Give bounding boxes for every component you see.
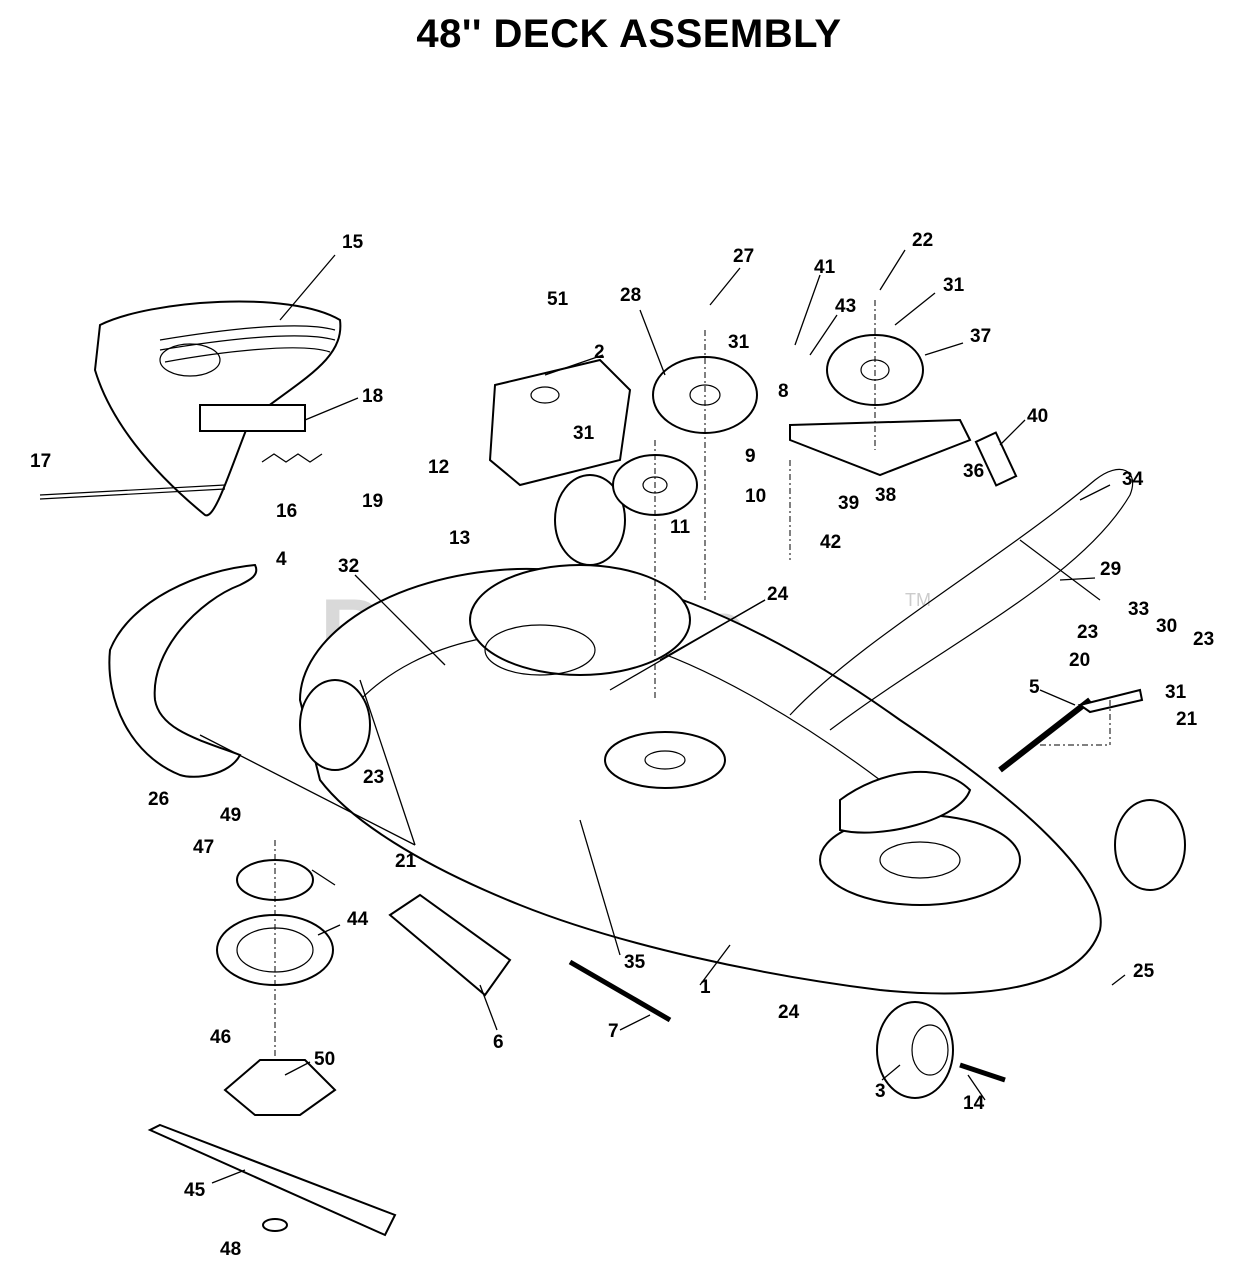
callout-41: 41	[814, 257, 836, 278]
callout-33: 33	[1128, 599, 1150, 620]
callout-6: 6	[493, 1032, 504, 1053]
callout-8: 8	[778, 381, 789, 402]
discharge-chute	[388, 893, 512, 997]
rear-wheel-left	[554, 474, 626, 566]
callout-38: 38	[875, 485, 897, 506]
callout-21: 21	[395, 851, 417, 872]
callout-29: 29	[1100, 559, 1122, 580]
drive-belt	[789, 468, 1134, 731]
callout-4: 4	[276, 549, 287, 570]
belt-cover	[93, 300, 342, 517]
callout-24: 24	[767, 584, 789, 605]
pulley-cover	[488, 358, 632, 487]
callout-50: 50	[314, 1049, 336, 1070]
callout-2: 2	[594, 342, 605, 363]
callout-44: 44	[347, 909, 369, 930]
callout-47: 47	[193, 837, 215, 858]
callout-31: 31	[573, 423, 595, 444]
callout-27: 27	[733, 246, 755, 267]
callout-24: 24	[778, 1002, 800, 1023]
callout-20: 20	[1069, 650, 1091, 671]
callout-19: 19	[362, 491, 384, 512]
deck-shell	[298, 564, 1102, 995]
callout-31: 31	[1165, 682, 1187, 703]
callout-30: 30	[1156, 616, 1178, 637]
callout-3: 3	[875, 1081, 886, 1102]
callout-1: 1	[700, 977, 711, 998]
callout-45: 45	[184, 1180, 206, 1201]
callout-46: 46	[210, 1027, 232, 1048]
callout-23: 23	[363, 767, 385, 788]
idler-bracket	[789, 418, 972, 477]
callout-31: 31	[943, 275, 965, 296]
callout-15: 15	[342, 232, 364, 253]
mower-blade	[147, 1123, 397, 1237]
callout-14: 14	[963, 1093, 985, 1114]
callout-17: 17	[30, 451, 52, 472]
callout-49: 49	[220, 805, 242, 826]
callout-40: 40	[1027, 406, 1049, 427]
callout-36: 36	[963, 461, 985, 482]
callout-35: 35	[624, 952, 646, 973]
gauge-wheel	[876, 1001, 954, 1099]
spindle-pulley	[236, 859, 314, 901]
callout-34: 34	[1122, 469, 1144, 490]
rear-wheel-right	[1114, 799, 1186, 891]
callout-12: 12	[428, 457, 450, 478]
callout-43: 43	[835, 296, 857, 317]
callout-9: 9	[745, 446, 756, 467]
callout-48: 48	[220, 1239, 242, 1260]
callout-39: 39	[838, 493, 860, 514]
callout-11: 11	[670, 517, 691, 538]
belt-guard	[108, 563, 258, 778]
callout-26: 26	[148, 789, 170, 810]
callout-31: 31	[728, 332, 750, 353]
callout-10: 10	[745, 486, 767, 507]
spindle-housing	[223, 1059, 337, 1116]
front-wheel-left	[299, 679, 371, 771]
callout-51: 51	[547, 289, 569, 310]
diagram-title: 48'' DECK ASSEMBLY	[416, 12, 842, 56]
callout-23: 23	[1077, 622, 1099, 643]
callout-5: 5	[1029, 677, 1040, 698]
spring-40	[974, 431, 1018, 487]
callout-42: 42	[820, 532, 842, 553]
callout-13: 13	[449, 528, 471, 549]
callout-21: 21	[1176, 709, 1198, 730]
callout-18: 18	[362, 386, 384, 407]
callout-16: 16	[276, 501, 298, 522]
callout-25: 25	[1133, 961, 1155, 982]
callout-22: 22	[912, 230, 934, 251]
callout-28: 28	[620, 285, 642, 306]
callout-37: 37	[970, 326, 992, 347]
callout-23: 23	[1193, 629, 1215, 650]
callout-32: 32	[338, 556, 360, 577]
callout-7: 7	[608, 1021, 619, 1042]
